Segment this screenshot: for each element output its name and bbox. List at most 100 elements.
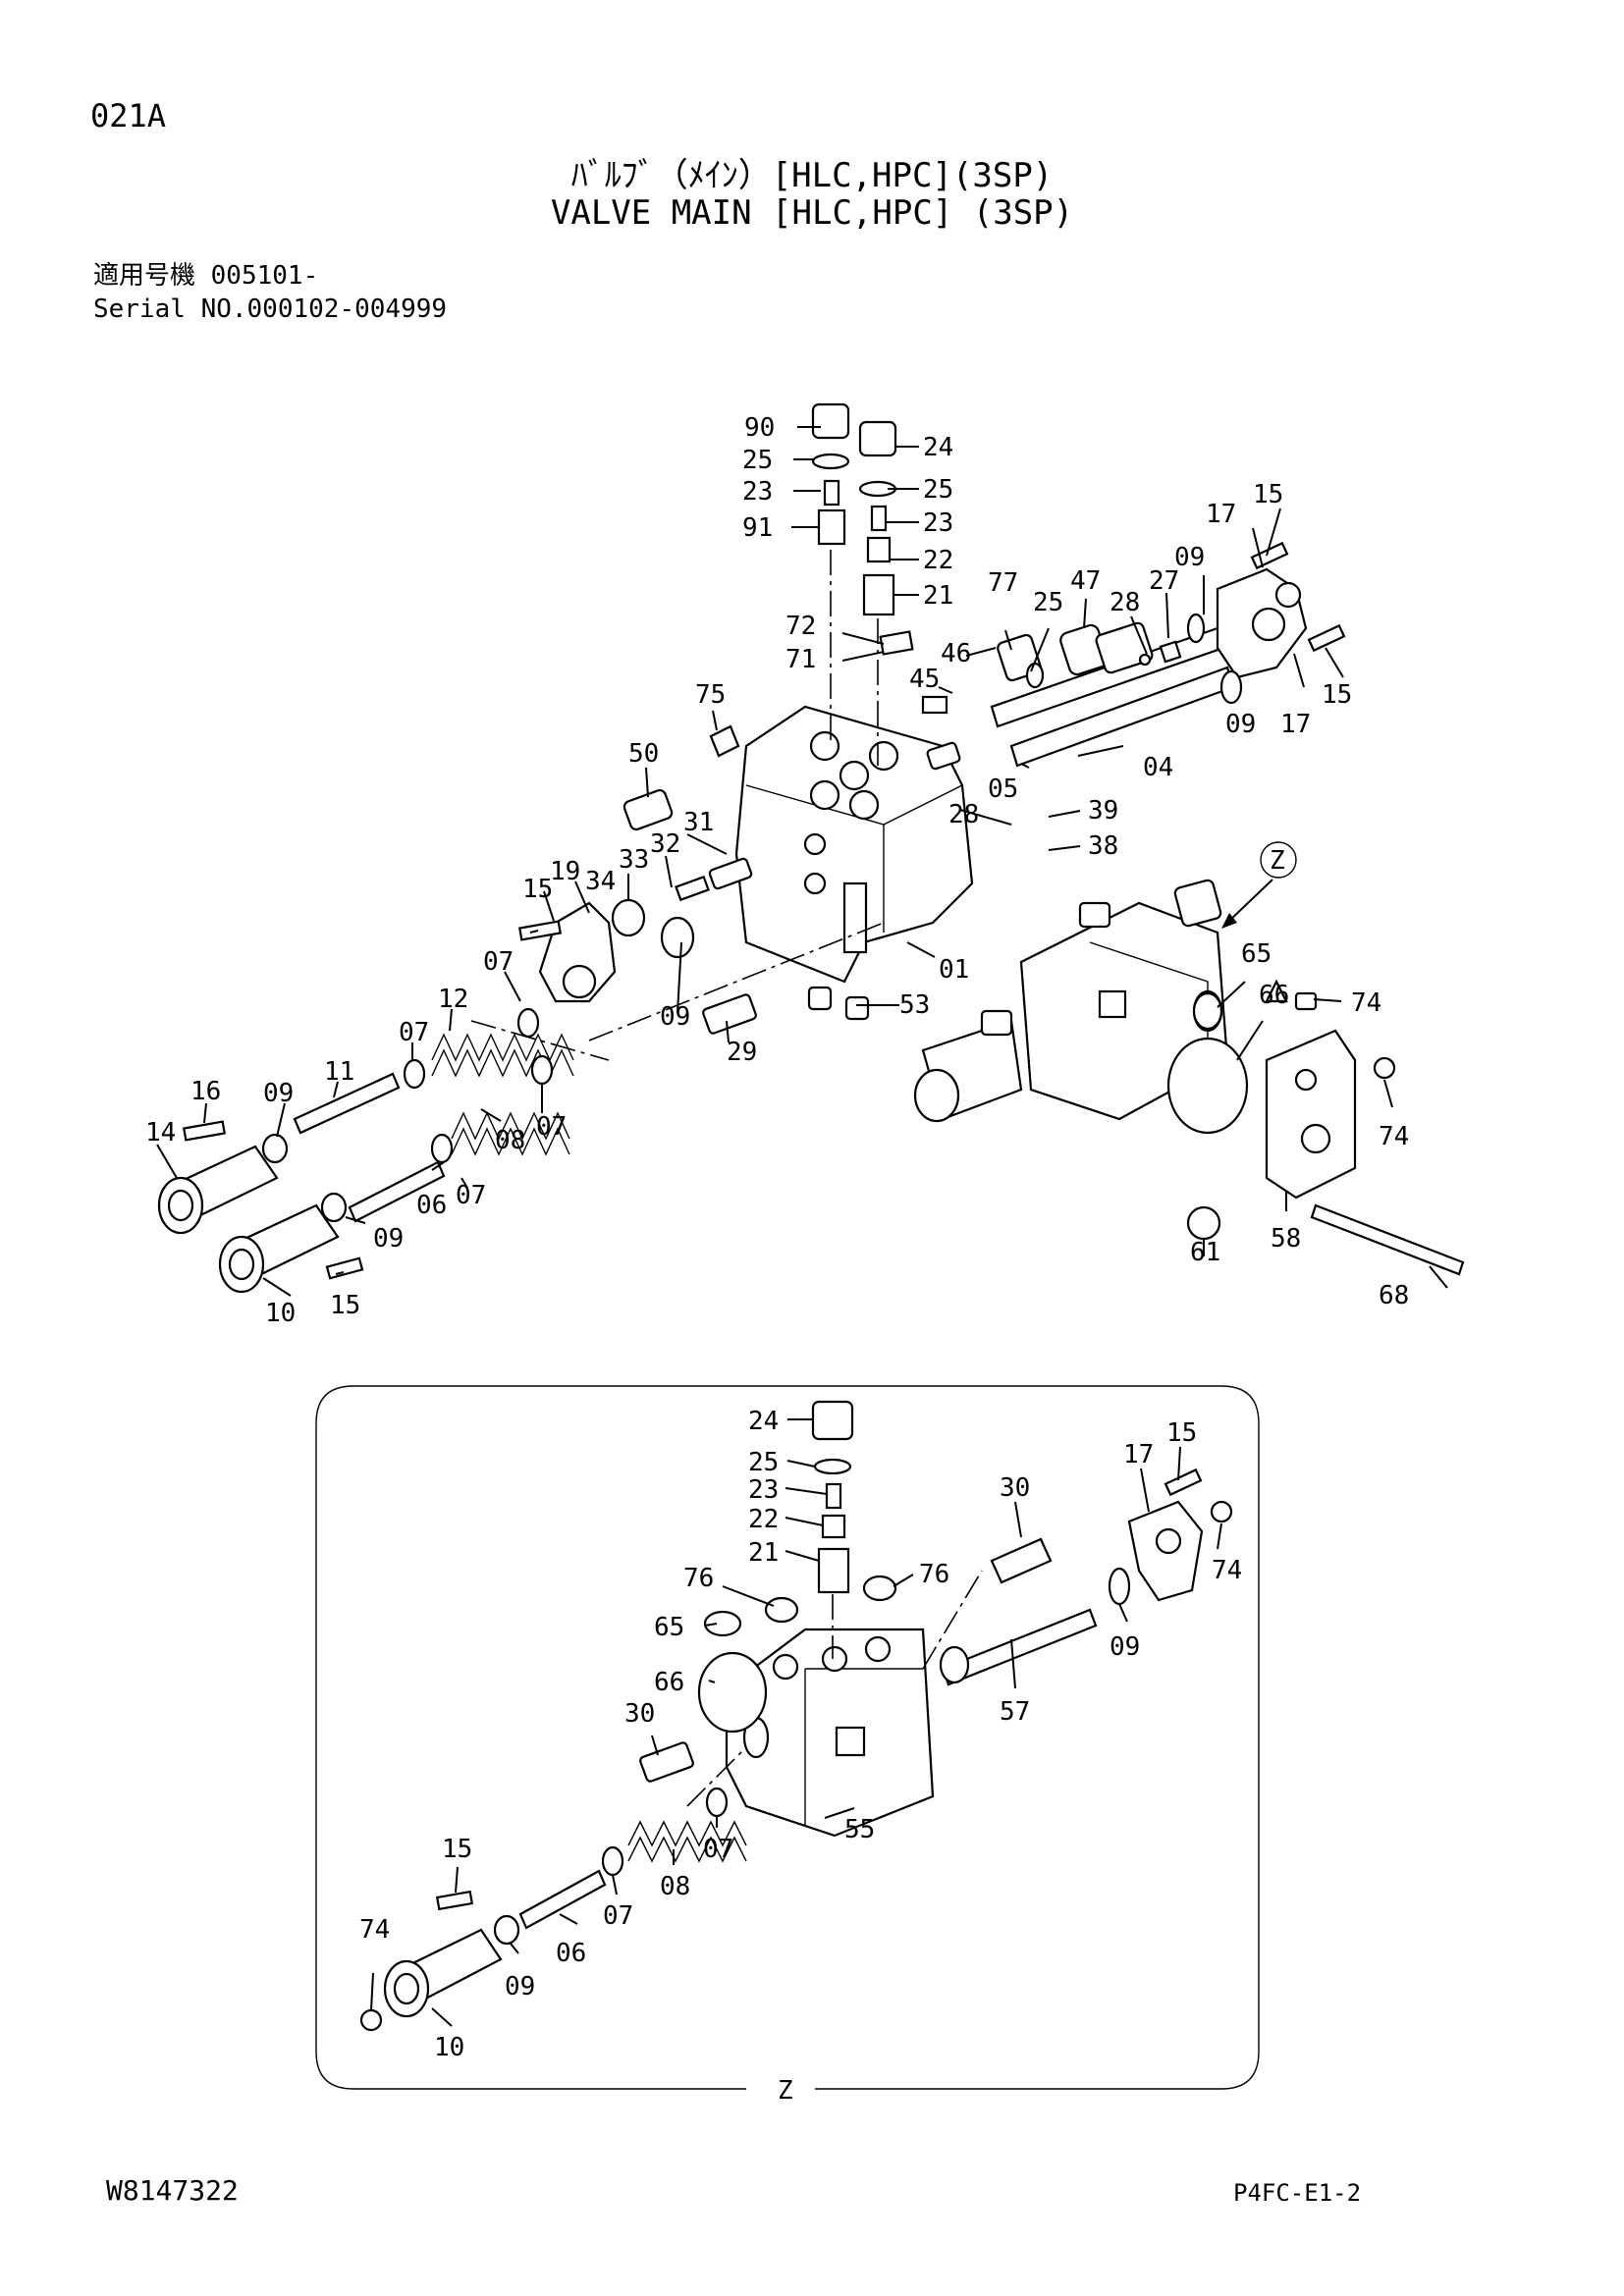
label-15: 15	[442, 1835, 472, 1864]
label-17: 17	[1280, 710, 1311, 739]
label-57: 57	[1000, 1697, 1030, 1727]
springs-and-rods-left	[293, 1007, 574, 1223]
label-29: 29	[727, 1038, 757, 1067]
label-15: 15	[1166, 1418, 1197, 1448]
label-74: 74	[1212, 1556, 1242, 1585]
main-exploded-view: Z	[145, 402, 1465, 1328]
serial-range-japanese: 適用号機 005101-	[93, 261, 319, 291]
callout-labels-detail: 24 25 23 22 21 30 17 15 74 76 76 65 09 6…	[359, 1407, 1242, 2062]
label-47: 47	[1070, 566, 1101, 596]
label-22: 22	[748, 1505, 779, 1534]
label-23: 23	[748, 1475, 779, 1505]
spool-assembly-right	[921, 541, 1346, 771]
label-71: 71	[785, 645, 816, 674]
label-09: 09	[373, 1224, 404, 1254]
label-11: 11	[324, 1057, 354, 1087]
label-65: 65	[1241, 939, 1272, 969]
label-10: 10	[434, 2033, 464, 2062]
drawing-number: W8147322	[106, 2174, 239, 2207]
label-66: 66	[1259, 981, 1289, 1010]
label-06: 06	[416, 1191, 447, 1220]
label-76: 76	[683, 1564, 714, 1593]
page-code: 021A	[90, 97, 167, 134]
label-58: 58	[1271, 1224, 1301, 1254]
label-75: 75	[695, 680, 726, 710]
detail-spool-right	[922, 1468, 1233, 1686]
detail-view-z: Z	[315, 1385, 1260, 2106]
label-07: 07	[399, 1018, 429, 1047]
label-08: 08	[495, 1126, 525, 1155]
detail-callout-z: Z	[1221, 841, 1297, 929]
label-74: 74	[1351, 988, 1381, 1018]
label-17: 17	[1206, 500, 1236, 529]
label-91: 91	[742, 513, 773, 543]
label-39: 39	[1088, 796, 1118, 826]
label-27: 27	[1149, 566, 1179, 596]
label-25: 25	[748, 1448, 779, 1477]
detail-left-parts	[359, 1741, 747, 2032]
label-24: 24	[748, 1407, 779, 1436]
label-15: 15	[330, 1291, 360, 1320]
label-24: 24	[923, 433, 953, 462]
solenoid-cylinders	[157, 1120, 364, 1294]
label-22: 22	[923, 546, 953, 575]
label-28: 28	[948, 800, 979, 829]
label-33: 33	[619, 845, 649, 875]
leader-lines-main	[156, 426, 1448, 1297]
label-15: 15	[1253, 480, 1283, 509]
label-09: 09	[1174, 543, 1205, 572]
label-07: 07	[483, 947, 514, 977]
detail-plug-stack	[697, 1400, 897, 1734]
label-68: 68	[1379, 1281, 1409, 1310]
callout-labels-main: 90 24 25 25 23 91 23 22 21 72 71 77 25 4…	[145, 413, 1409, 1328]
label-01: 01	[939, 955, 969, 985]
label-77: 77	[988, 568, 1018, 598]
label-23: 23	[923, 508, 953, 538]
title-english: VALVE MAIN [HLC,HPC] (3SP)	[550, 193, 1074, 233]
label-25: 25	[742, 446, 773, 475]
valve-body-01	[734, 705, 974, 984]
label-53: 53	[899, 990, 930, 1020]
label-74: 74	[1379, 1122, 1409, 1151]
label-76: 76	[919, 1560, 949, 1589]
label-25: 25	[923, 475, 953, 505]
label-07: 07	[603, 1901, 633, 1931]
label-61: 61	[1190, 1238, 1220, 1267]
label-74: 74	[359, 1915, 390, 1945]
label-15: 15	[1322, 680, 1352, 710]
label-30: 30	[1000, 1473, 1030, 1503]
label-09: 09	[1225, 710, 1256, 739]
label-09: 09	[263, 1079, 294, 1108]
label-14: 14	[145, 1118, 176, 1148]
label-07: 07	[456, 1181, 486, 1210]
label-06: 06	[556, 1939, 586, 1968]
label-21: 21	[748, 1538, 779, 1568]
label-15: 15	[522, 875, 553, 904]
title-japanese: ﾊﾞﾙﾌﾞ（ﾒｲﾝ）[HLC,HPC](3SP)	[570, 156, 1054, 195]
label-30: 30	[624, 1699, 655, 1729]
serial-range-english: Serial NO.000102-004999	[93, 294, 448, 324]
label-19: 19	[550, 857, 580, 886]
label-10: 10	[265, 1299, 296, 1328]
label-65: 65	[654, 1613, 684, 1642]
label-28: 28	[1110, 588, 1140, 617]
label-09: 09	[1110, 1632, 1140, 1662]
label-32: 32	[650, 829, 680, 859]
detail-valve-body-55	[725, 1628, 935, 1838]
page-reference: P4FC-E1-2	[1233, 2179, 1362, 2207]
label-25: 25	[1033, 588, 1063, 617]
label-09: 09	[505, 1972, 535, 2002]
label-31: 31	[683, 808, 714, 837]
label-55: 55	[844, 1815, 875, 1844]
valve-section-assembly	[913, 879, 1288, 1123]
label-16: 16	[190, 1077, 221, 1106]
label-34: 34	[585, 867, 616, 896]
label-07: 07	[703, 1835, 733, 1864]
label-17: 17	[1123, 1440, 1154, 1469]
label-66: 66	[654, 1668, 684, 1697]
label-46: 46	[941, 639, 971, 668]
label-09: 09	[660, 1002, 690, 1032]
label-21: 21	[923, 581, 953, 611]
label-08: 08	[660, 1872, 690, 1901]
